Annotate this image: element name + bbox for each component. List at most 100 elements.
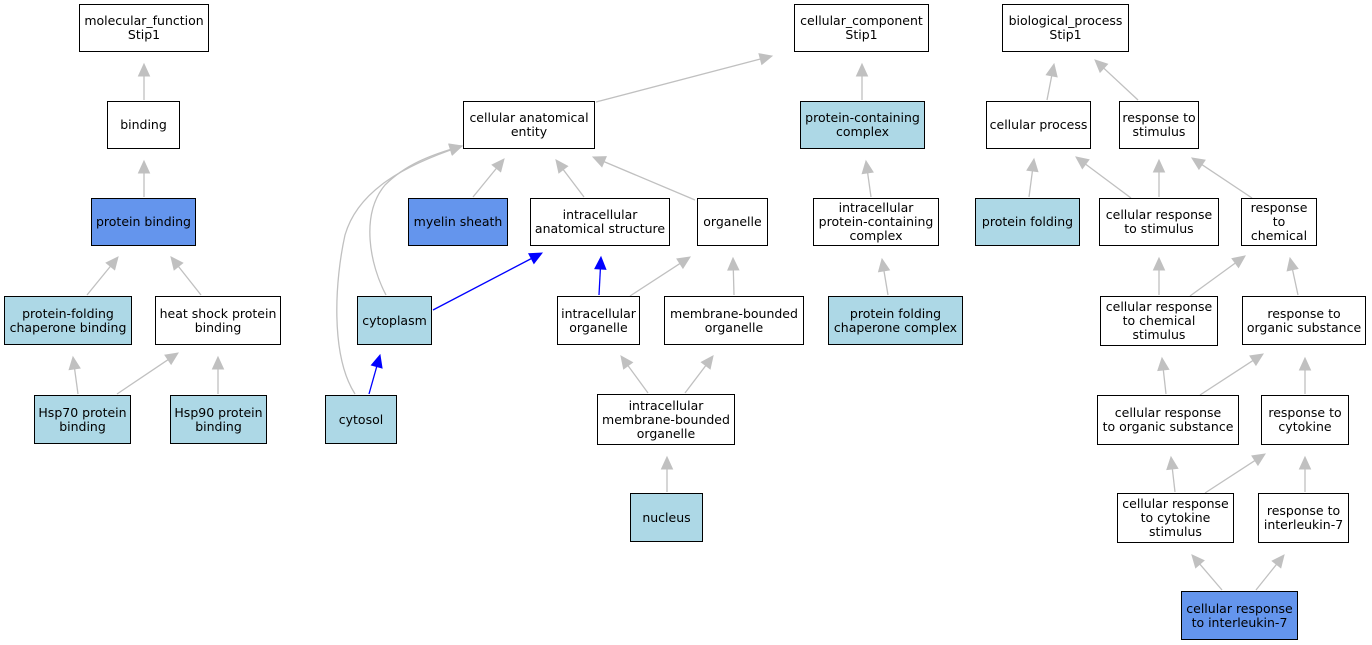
term-node-hsp-binding: heat shock protein binding xyxy=(155,296,281,345)
edge-nucleus-to-imbo-arrowhead xyxy=(660,455,674,470)
term-node-pcc: protein-containing complex xyxy=(800,101,925,149)
term-node-cytoplasm: cytoplasm xyxy=(357,296,432,345)
edge-organelle-to-cae-arrowhead xyxy=(591,156,607,168)
edge-crck-to-cros-arrowhead xyxy=(1166,455,1179,471)
edge-pfcc-to-ipcc xyxy=(883,268,889,296)
term-node-pf-chaperone-binding: protein-folding chaperone binding xyxy=(4,296,132,345)
term-node-cae: cellular anatomical entity xyxy=(463,101,595,149)
edge-cril7-to-crck xyxy=(1198,562,1223,591)
edge-hsp70-to-hsp-binding xyxy=(116,358,171,395)
edge-rtc-to-rts xyxy=(1199,163,1253,199)
edge-cytosol-to-cytoplasm xyxy=(368,364,378,395)
edge-hsp90-to-hsp-binding-arrowhead xyxy=(211,355,225,370)
term-node-hsp90: Hsp90 protein binding xyxy=(170,395,267,444)
edge-imbo-to-mbo xyxy=(684,363,708,394)
term-node-ril7: response to interleukin-7 xyxy=(1258,493,1349,543)
edge-crcs-to-rtc-arrowhead xyxy=(1231,255,1246,269)
term-node-pfcc: protein folding chaperone complex xyxy=(828,296,963,345)
edge-crck-to-rtck-arrowhead xyxy=(1251,453,1267,467)
term-node-cros: cellular response to organic substance xyxy=(1097,395,1239,445)
edge-ias-to-cae xyxy=(561,167,585,198)
edge-cytoplasm-to-ias xyxy=(432,257,534,311)
edge-ipcc-to-pcc-arrowhead xyxy=(861,159,874,175)
term-node-crck: cellular response to cytokine stimulus xyxy=(1117,493,1234,543)
term-node-bp-root: biological_process Stip1 xyxy=(1002,4,1129,52)
edge-organelle-to-cae xyxy=(601,160,696,201)
edge-cril7-to-ril7-arrowhead xyxy=(1271,554,1285,569)
term-node-rtc: response to chemical xyxy=(1241,198,1317,246)
edge-rtc-to-rts-arrowhead xyxy=(1191,157,1206,171)
term-node-cell-process: cellular process xyxy=(986,101,1091,149)
edge-myelin-to-cae-arrowhead xyxy=(491,158,505,173)
term-node-organelle: organelle xyxy=(697,198,768,246)
edge-binding-to-mf-root-arrowhead xyxy=(137,62,151,77)
edge-ias-to-cae-arrowhead xyxy=(555,159,569,174)
term-node-rts: response to stimulus xyxy=(1119,101,1199,149)
term-node-mbo: membrane-bounded organelle xyxy=(664,296,804,345)
edge-protein-folding-to-cell-process-arrowhead xyxy=(1026,157,1039,173)
edge-io-to-organelle-arrowhead xyxy=(676,256,692,270)
edge-crck-to-rtck xyxy=(1204,458,1257,494)
term-node-ias: intracellular anatomical structure xyxy=(530,198,670,246)
edge-cros-to-crcs-arrowhead xyxy=(1157,356,1170,372)
term-node-imbo: intracellular membrane-bounded organelle xyxy=(597,394,735,445)
edge-cytoplasm-to-ias-arrowhead xyxy=(528,252,544,265)
term-node-protein-binding: protein binding xyxy=(91,198,196,246)
edge-crck-to-cros xyxy=(1171,466,1176,493)
edge-rtck-to-ros-arrowhead xyxy=(1298,356,1312,371)
term-node-mf-root: molecular_function Stip1 xyxy=(79,4,209,52)
edge-cae-to-cc-root xyxy=(595,57,763,103)
edge-hsp70-to-hsp-binding-arrowhead xyxy=(164,352,179,366)
edge-cril7-to-ril7 xyxy=(1255,562,1279,591)
edge-cros-to-crcs xyxy=(1162,367,1167,395)
term-node-cc-root: cellular_component Stip1 xyxy=(794,4,929,52)
edge-mbo-to-organelle-arrowhead xyxy=(727,256,740,271)
term-node-protein-folding: protein folding xyxy=(975,198,1080,246)
term-node-rtck: response to cytokine xyxy=(1261,395,1349,445)
edge-crts-to-rts-arrowhead xyxy=(1152,158,1166,173)
term-node-nucleus: nucleus xyxy=(630,493,703,542)
term-node-io: intracellular organelle xyxy=(557,296,640,345)
edge-hsp-binding-to-protein-binding-arrowhead xyxy=(170,256,184,271)
edge-ros-to-rtc-arrowhead xyxy=(1286,256,1299,272)
edge-crcs-to-crts-arrowhead xyxy=(1152,256,1166,271)
edge-rts-to-bp-root xyxy=(1101,66,1139,101)
edge-pcc-to-cc-root-arrowhead xyxy=(855,62,869,77)
term-node-crcs: cellular response to chemical stimulus xyxy=(1100,296,1218,346)
edge-myelin-to-cae xyxy=(472,166,499,198)
edge-cell-process-to-bp-root xyxy=(1046,73,1053,101)
edge-protein-binding-to-binding-arrowhead xyxy=(137,159,151,174)
edge-ros-to-rtc xyxy=(1291,267,1299,296)
edge-cytosol-to-cae xyxy=(336,145,463,395)
edge-hsp-binding-to-protein-binding xyxy=(176,264,202,296)
edge-imbo-to-mbo-arrowhead xyxy=(700,355,714,370)
term-node-crts: cellular response to stimulus xyxy=(1099,198,1219,246)
edge-pf-chaperone-binding-to-protein-binding-arrowhead xyxy=(105,256,119,271)
term-node-cril7: cellular response to interleukin-7 xyxy=(1181,591,1298,640)
edge-ipcc-to-pcc xyxy=(866,170,872,198)
edge-crts-to-cell-process-arrowhead xyxy=(1075,156,1090,170)
edge-io-to-ias xyxy=(598,266,602,296)
term-node-hsp70: Hsp70 protein binding xyxy=(34,395,131,444)
edge-hsp70-to-pf-chaperone-binding xyxy=(73,366,79,395)
edge-protein-folding-to-cell-process xyxy=(1028,168,1034,198)
edge-cril7-to-crck-arrowhead xyxy=(1191,554,1205,569)
edge-hsp70-to-pf-chaperone-binding-arrowhead xyxy=(68,355,81,371)
edge-pfcc-to-ipcc-arrowhead xyxy=(877,257,891,273)
edge-rts-to-bp-root-arrowhead xyxy=(1094,59,1109,74)
edge-cae-to-cc-root-arrowhead xyxy=(758,53,774,66)
edge-crcs-to-rtc xyxy=(1189,261,1238,297)
edge-cros-to-ros xyxy=(1199,358,1255,396)
edge-imbo-to-io-arrowhead xyxy=(620,355,634,370)
edge-cytoplasm-to-cae xyxy=(369,145,463,296)
edge-cytosol-to-cae-arrowhead xyxy=(448,143,464,156)
edge-imbo-to-io xyxy=(626,363,649,394)
edge-cytosol-to-cytoplasm-arrowhead xyxy=(370,353,383,369)
edge-io-to-ias-arrowhead xyxy=(594,255,607,270)
edge-mbo-to-organelle xyxy=(732,267,735,296)
term-node-binding: binding xyxy=(107,101,180,149)
edge-cell-process-to-bp-root-arrowhead xyxy=(1045,62,1058,78)
edge-io-to-organelle xyxy=(629,261,682,297)
